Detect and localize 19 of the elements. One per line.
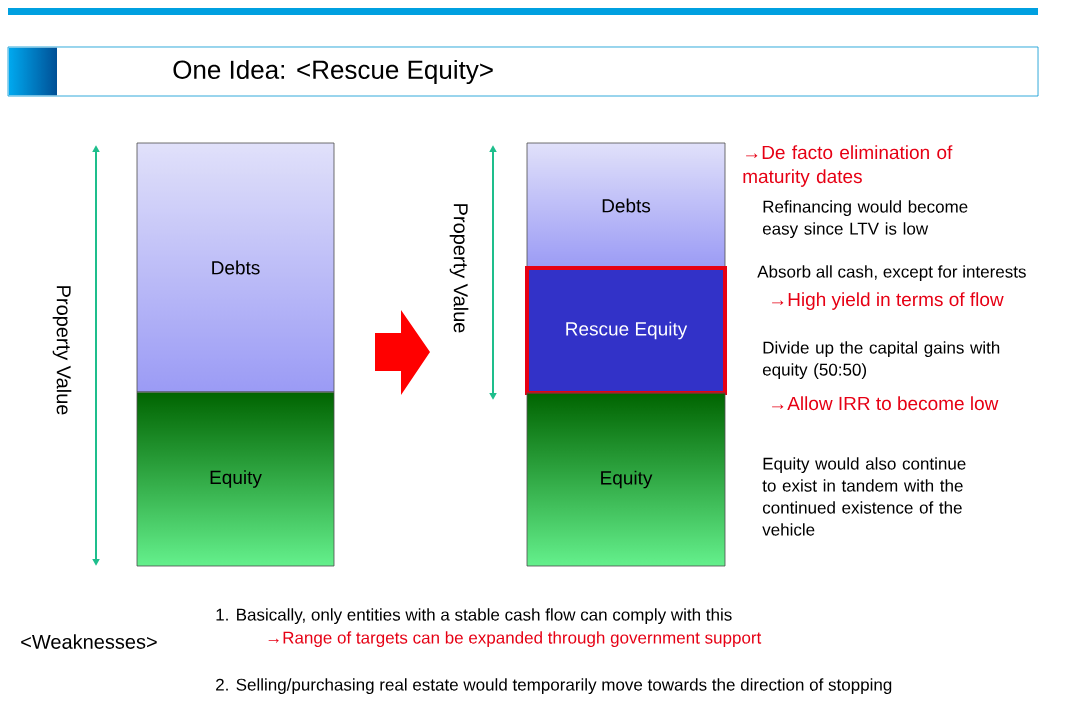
equity-block: Equity	[526, 392, 726, 567]
note-text: →Allow IRR to become low	[772, 396, 999, 411]
note-text: Absorb all cash, except for interests	[757, 265, 1026, 282]
debts-block: Debts	[526, 142, 726, 269]
debts-block: Debts	[136, 142, 335, 393]
list-item: →Range of targets can be expanded through government support	[268, 631, 762, 648]
title-bar: One Idea: <Rescue Equity>	[7, 46, 1039, 97]
section-heading: <Weaknesses>	[21, 634, 157, 649]
axis-label: Property Value	[449, 204, 469, 333]
list-item: 2. Selling/purchasing real estate would temporarily move towards the direction of stopping	[216, 678, 892, 695]
list-item: 1. Basically, only entities with a stable cash flow can comply with this	[216, 608, 732, 625]
note-text: →High yield in terms of flow	[772, 292, 1004, 310]
equity-block: Equity	[136, 391, 335, 567]
note-text: Divide up the capital gains with equity (50:50)	[762, 341, 1000, 380]
note-text: Equity would also continue to exist in tandem with the continued existence of the vehicle	[762, 457, 966, 536]
note-text: Refinancing would become easy since LTV is low	[762, 200, 968, 239]
rescue-equity-block: Rescue Equity	[525, 266, 727, 395]
axis-label: Property Value	[52, 286, 72, 415]
note-text: →De facto elimination of maturity dates	[743, 145, 953, 187]
